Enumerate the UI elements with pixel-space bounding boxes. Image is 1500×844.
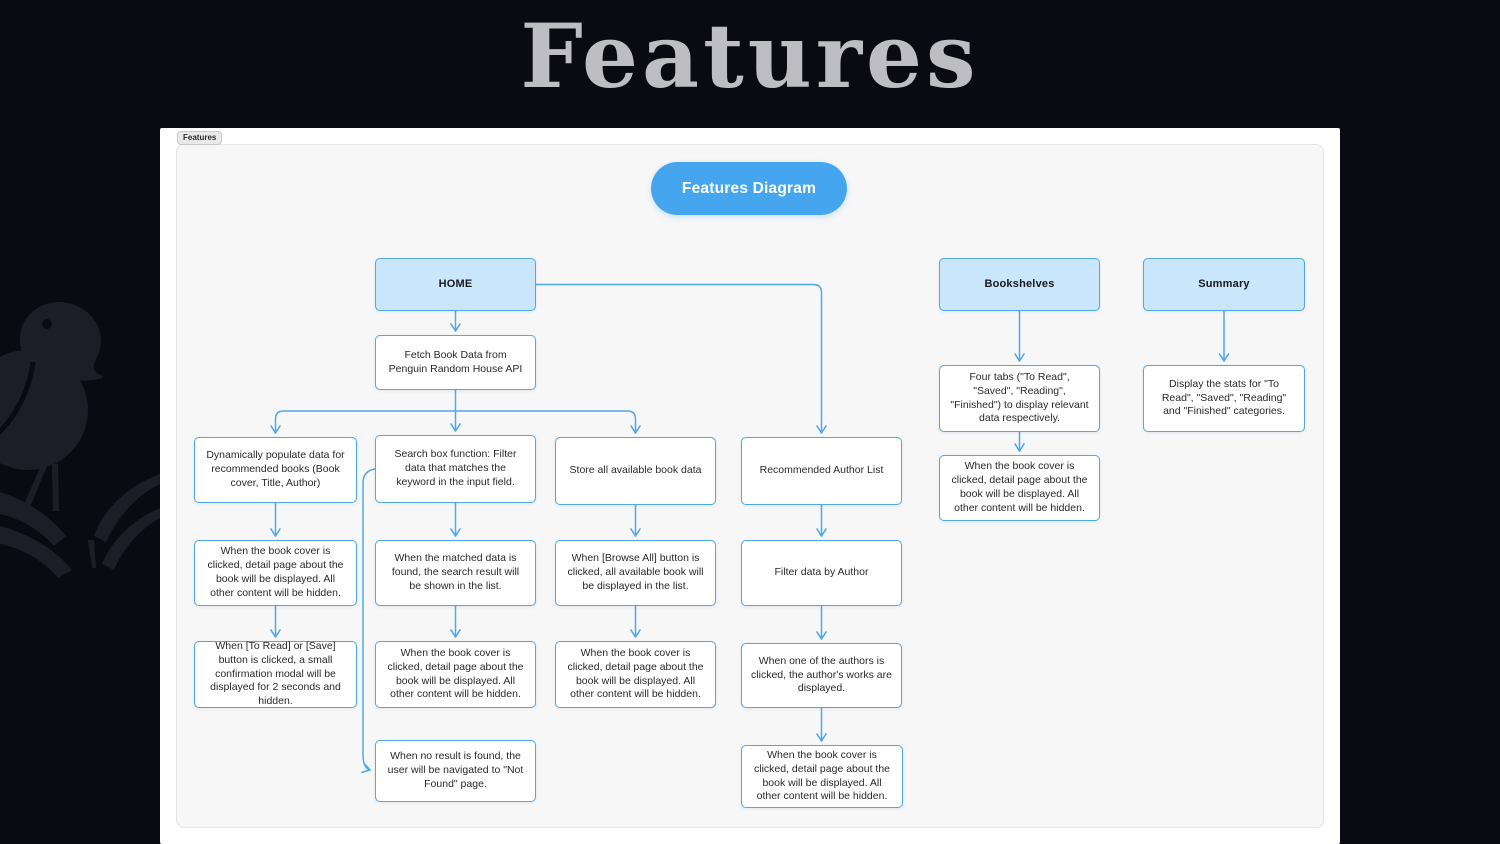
flow-node-display-stats[interactable]: Display the stats for "To Read", "Saved"… bbox=[1143, 365, 1305, 432]
page-title: Features bbox=[520, 4, 980, 108]
flow-node-recommended-authors[interactable]: Recommended Author List bbox=[741, 437, 902, 505]
flow-node-filter-by-author[interactable]: Filter data by Author bbox=[741, 540, 902, 606]
diagram-title-pill[interactable]: Features Diagram bbox=[651, 162, 847, 215]
flow-node-four-tabs[interactable]: Four tabs ("To Read", "Saved", "Reading"… bbox=[939, 365, 1100, 432]
flow-node-summary[interactable]: Summary bbox=[1143, 258, 1305, 311]
flow-node-toread-save-modal[interactable]: When [To Read] or [Save] button is click… bbox=[194, 640, 357, 708]
flow-node-populate-recommended[interactable]: Dynamically populate data for recommende… bbox=[194, 437, 357, 503]
flow-node-browse-all[interactable]: When [Browse All] button is clicked, all… bbox=[555, 540, 716, 606]
flow-node-no-result[interactable]: When no result is found, the user will b… bbox=[375, 740, 536, 802]
embed-tab-badge[interactable]: Features bbox=[177, 131, 223, 145]
flow-node-search-box[interactable]: Search box function: Filter data that ma… bbox=[375, 435, 536, 503]
bird-on-book-watermark-icon bbox=[0, 301, 160, 578]
flow-node-cover-click-col4[interactable]: When the book cover is clicked, detail p… bbox=[741, 745, 903, 808]
flow-node-cover-click-col1[interactable]: When the book cover is clicked, detail p… bbox=[194, 540, 357, 606]
flow-node-cover-click-col2[interactable]: When the book cover is clicked, detail p… bbox=[375, 641, 536, 708]
flow-node-cover-click-bookshelves[interactable]: When the book cover is clicked, detail p… bbox=[939, 455, 1100, 521]
flow-node-fetch-data[interactable]: Fetch Book Data from Penguin Random Hous… bbox=[375, 335, 536, 390]
flow-node-matched-data[interactable]: When the matched data is found, the sear… bbox=[375, 540, 536, 606]
flow-node-bookshelves[interactable]: Bookshelves bbox=[939, 258, 1100, 311]
flow-node-cover-click-col3[interactable]: When the book cover is clicked, detail p… bbox=[555, 641, 716, 708]
flow-node-home[interactable]: HOME bbox=[375, 258, 536, 311]
flow-node-store-books[interactable]: Store all available book data bbox=[555, 437, 716, 505]
flow-node-author-click[interactable]: When one of the authors is clicked, the … bbox=[741, 643, 902, 708]
